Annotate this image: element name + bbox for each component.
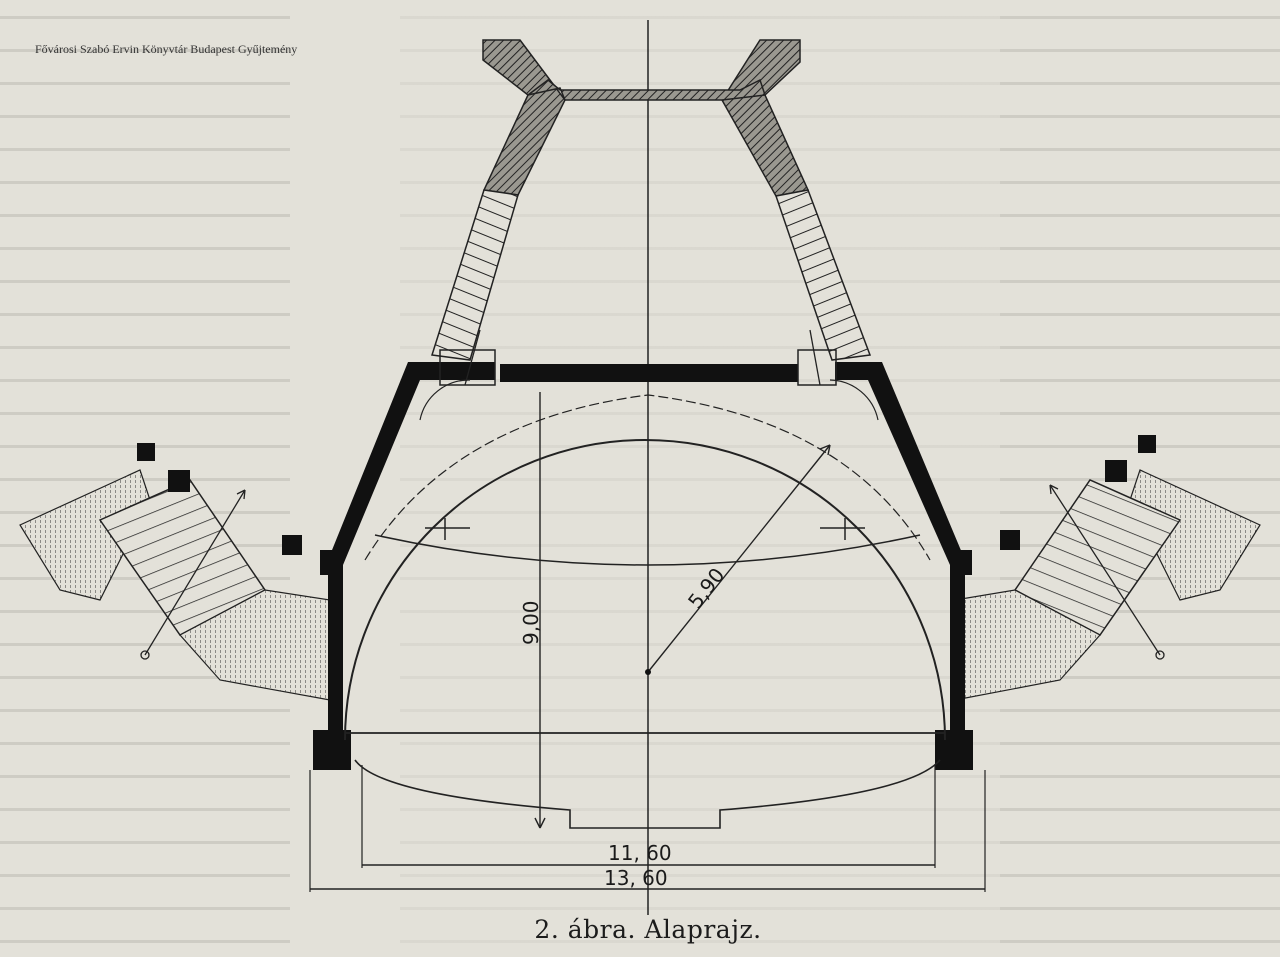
main-walls (313, 362, 973, 770)
library-watermark: Fővárosi Szabó Ervin Könyvtár Budapest G… (35, 42, 298, 56)
left-wing-arrow (144, 489, 246, 656)
left-wing-pillar (282, 535, 302, 555)
landing-left (439, 349, 496, 386)
right-wing-arrow (1049, 484, 1161, 656)
right-wing-pillar (1105, 460, 1127, 482)
right-wing-pillar (1138, 435, 1156, 453)
left-wing-pillar (137, 443, 155, 461)
dome-arc (344, 439, 946, 741)
right-wing-pillar (1000, 530, 1020, 550)
top-corridor-bridge (527, 78, 767, 101)
height-label: 9,00 (519, 600, 543, 645)
left-wing-pillar (168, 470, 190, 492)
quarter-arc-right (829, 379, 879, 421)
inner-width-label: 11, 60 (608, 841, 672, 865)
bottom-outline (354, 759, 941, 829)
quarter-arc-left (419, 379, 471, 421)
gallery-curve (374, 534, 921, 566)
bleed-through-text-left (0, 0, 290, 957)
stair-flight-left (431, 189, 519, 361)
radius-label: 5,90 (683, 563, 729, 613)
landing-right (797, 349, 837, 386)
dome-inner-arc (364, 394, 931, 561)
top-corridor-right-arm (721, 39, 810, 197)
radius-dimension-line (647, 444, 831, 673)
figure-caption: 2. ábra. Alaprajz. (534, 915, 762, 944)
outer-width-label: 13, 60 (604, 866, 668, 890)
stair-flight-right (775, 189, 872, 361)
